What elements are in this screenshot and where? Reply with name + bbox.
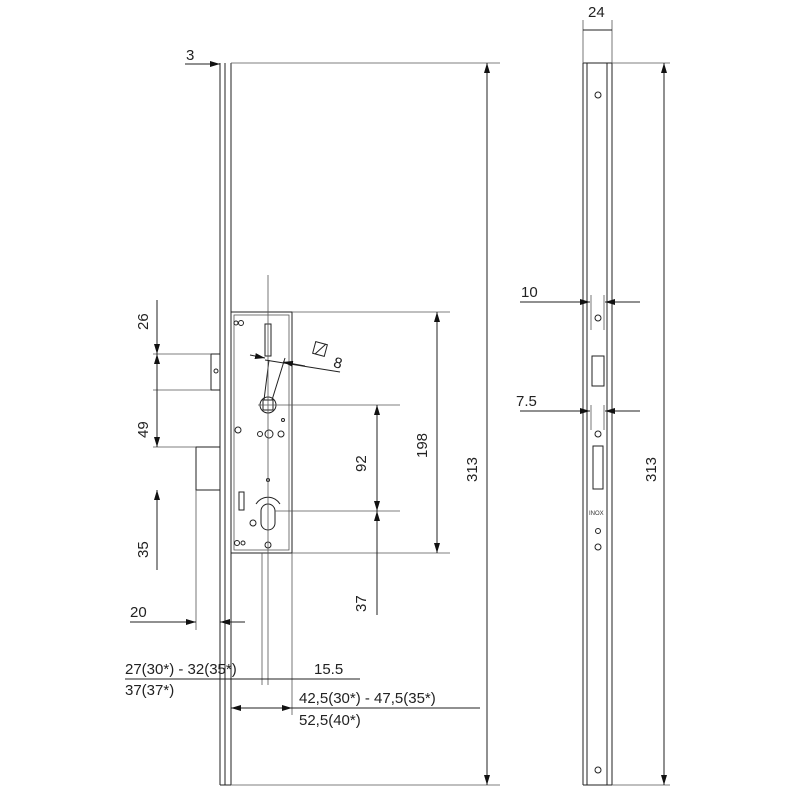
dim-strike-latch-offset: 10 (521, 284, 538, 301)
dim-spindle-square: 8 (332, 354, 344, 373)
square-symbol (312, 341, 328, 357)
dim-backset-a-alt: 37(37*) (125, 682, 174, 699)
dim-strike-total-length: 313 (643, 457, 660, 482)
dim-bolt-throw: 20 (130, 604, 147, 621)
dim-faceplate-thickness: 3 (186, 47, 194, 64)
dim-spindle-to-cylinder: 92 (353, 455, 370, 472)
dim-case-height: 198 (414, 433, 431, 458)
lock-case (230, 311, 293, 554)
inox-marking: INOX (589, 511, 604, 517)
dim-backset-b: 42,5(30*) - 47,5(35*) (299, 690, 436, 707)
dimension-lines (125, 61, 490, 785)
dim-latch-to-bolt: 49 (135, 421, 152, 438)
dim-cylinder-to-bottom: 37 (353, 595, 370, 612)
dim-backset-a: 27(30*) - 32(35*) (125, 661, 237, 678)
strike-plate: INOX (520, 20, 670, 786)
extension-lines (153, 62, 500, 786)
dim-latch-height: 26 (135, 313, 152, 330)
dim-bolt-height: 35 (135, 541, 152, 558)
latch (210, 353, 221, 391)
dim-backset-b-alt: 52,5(40*) (299, 712, 361, 729)
dim-strike-bolt-offset: 7.5 (516, 393, 537, 410)
dim-strike-width: 24 (588, 4, 605, 21)
dim-cylinder-offset: 15.5 (314, 661, 343, 678)
dim-total-length: 313 (464, 457, 481, 482)
cylinder-profile (260, 503, 276, 531)
deadbolt (195, 446, 221, 491)
